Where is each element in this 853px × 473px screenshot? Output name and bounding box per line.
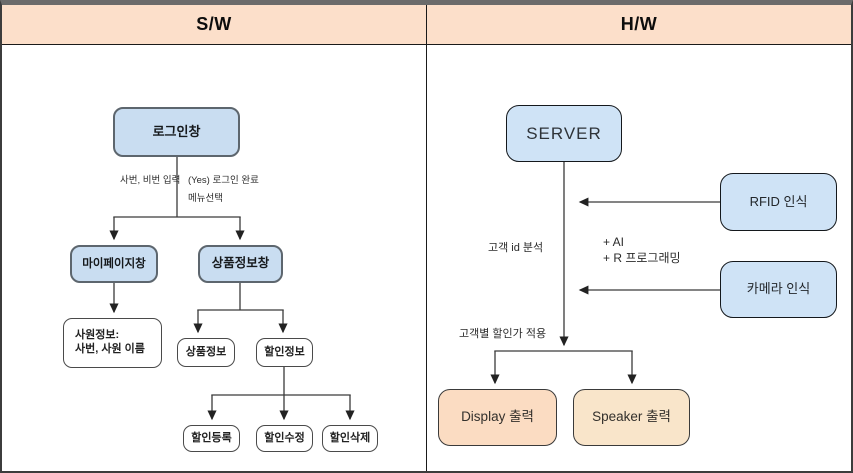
node-discount-edit: 할인수정: [256, 425, 313, 452]
table-header-row: S/W H/W: [2, 5, 851, 45]
edge-label-discount-apply: 고객별 할인가 적용: [459, 328, 547, 340]
node-discount-register: 할인등록: [183, 425, 240, 452]
edge-label-customer-id-analysis: 고객 id 분석: [488, 242, 544, 254]
column-divider: [426, 45, 427, 471]
node-mypage-window: 마이페이지창: [70, 245, 158, 283]
node-server: SERVER: [506, 105, 622, 162]
node-speaker-output: Speaker 출력: [573, 389, 690, 446]
node-employee-info: 사원정보: 사번, 사원 이름: [63, 318, 162, 368]
edge-label-credentials-input: 사번, 비번 입력: [120, 175, 181, 186]
connector-lines: [109, 157, 720, 421]
node-display-output: Display 출력: [438, 389, 557, 446]
node-camera-recognition: 카메라 인식: [720, 261, 837, 318]
node-discount-delete: 할인삭제: [322, 425, 378, 452]
edge-label-login-complete: (Yes) 로그인 완료: [188, 175, 259, 186]
node-rfid-recognition: RFID 인식: [720, 173, 837, 231]
node-product-info: 상품정보: [177, 338, 235, 367]
node-product-info-window: 상품정보창: [198, 245, 283, 283]
edge-label-menu-select: 메뉴선택: [188, 193, 223, 204]
edge-label-ai-r-programming: + AI + R 프로그래밍: [603, 235, 681, 265]
node-discount-info: 할인정보: [256, 338, 313, 367]
sw-column-header: S/W: [2, 5, 426, 45]
node-login-window: 로그인창: [113, 107, 240, 157]
hw-column-header: H/W: [426, 5, 851, 45]
